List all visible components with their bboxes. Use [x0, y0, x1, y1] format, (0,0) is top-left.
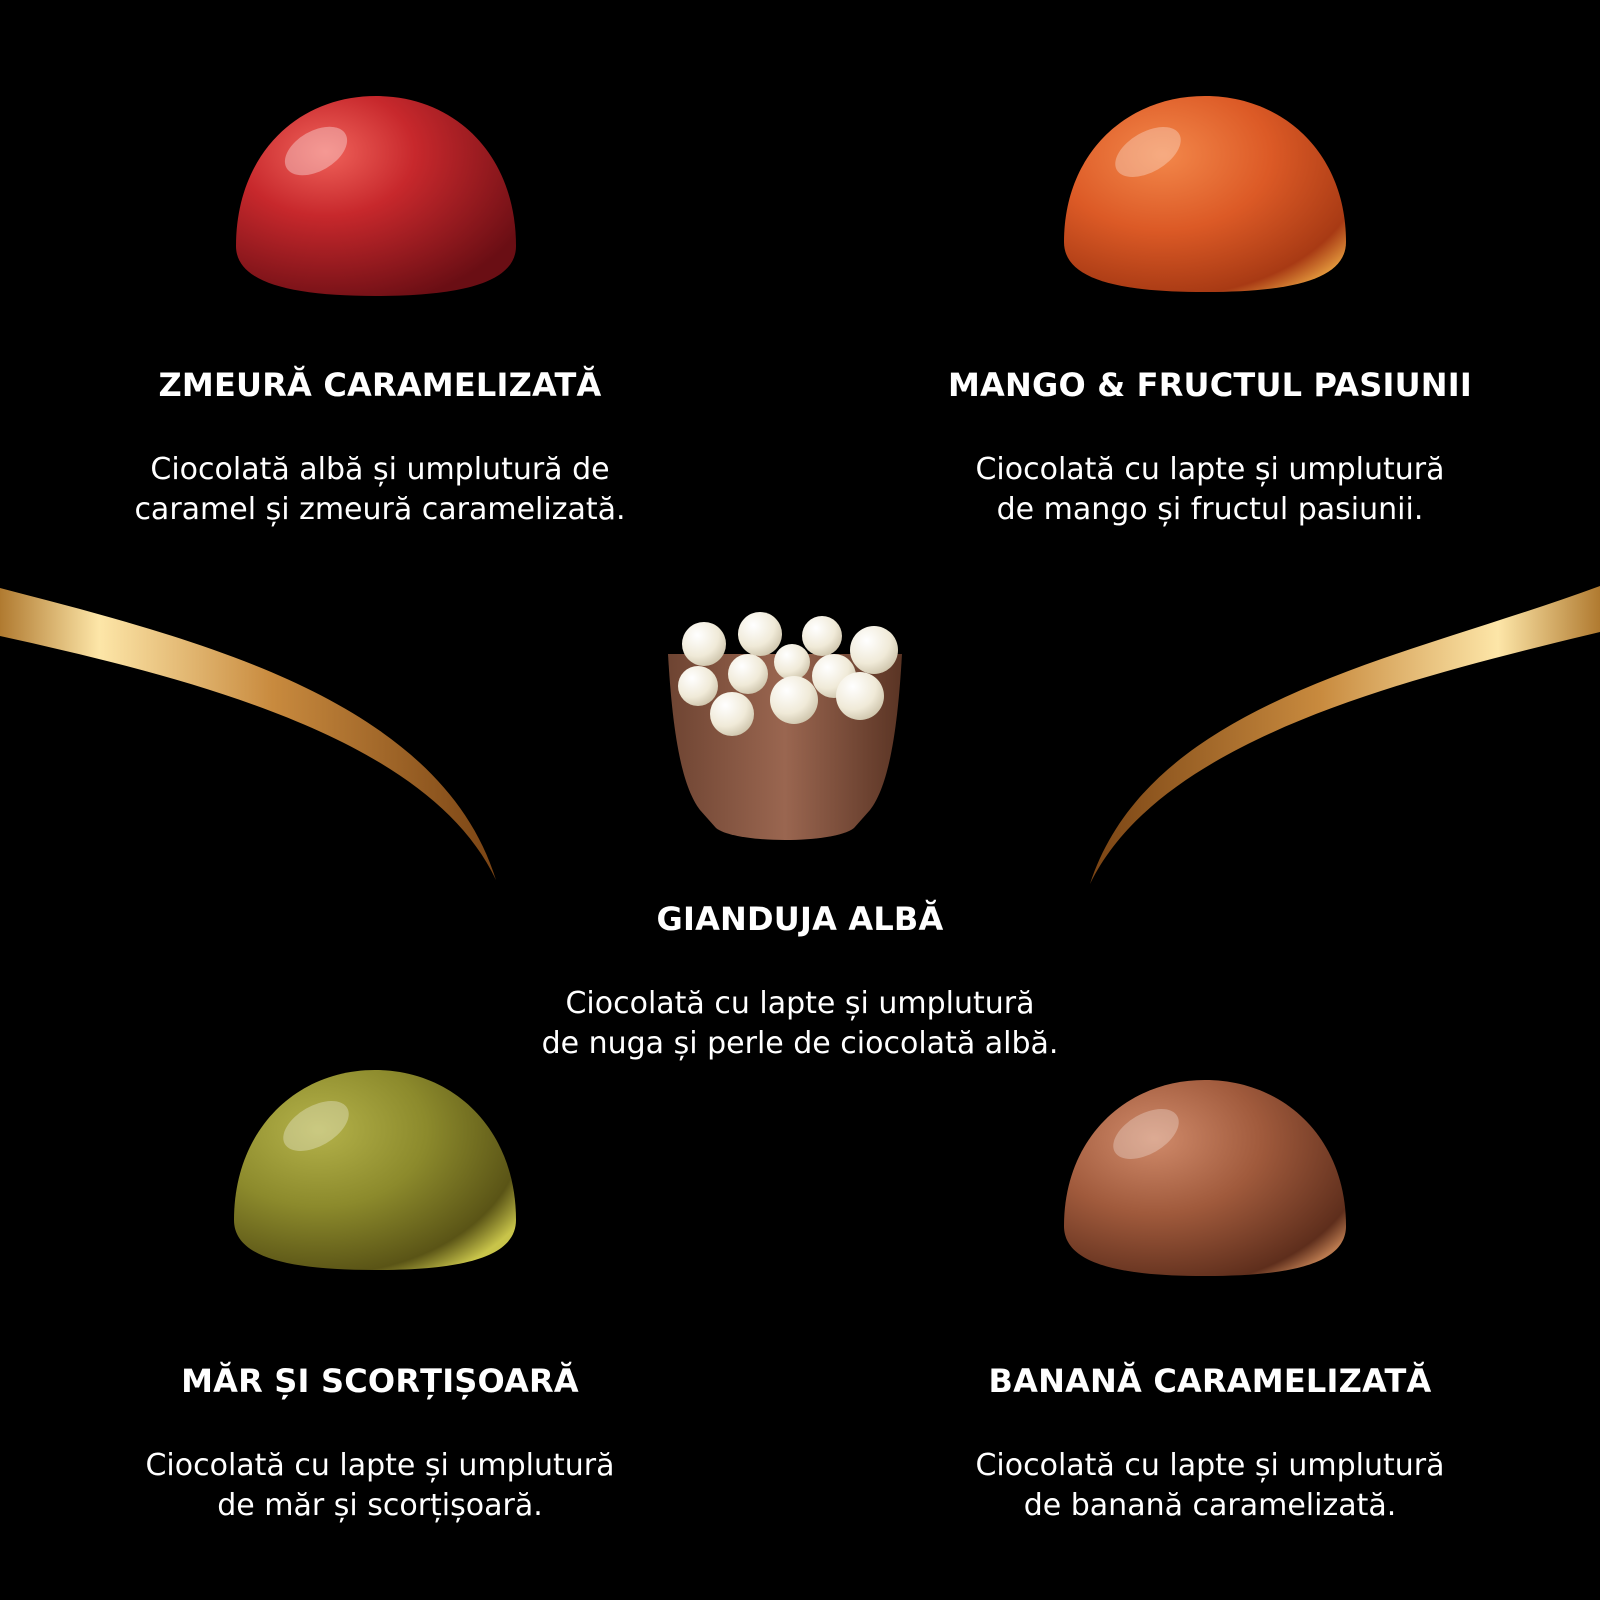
- praline-banana-image: [1064, 1080, 1346, 1276]
- title-mar: MĂR ȘI SCORȚIȘOARĂ: [181, 1362, 579, 1400]
- description-banana-line2: de banană caramelizată.: [1023, 1488, 1397, 1523]
- praline-zmeura-image: [236, 96, 516, 296]
- description-mango-line1: Ciocolată cu lapte și umplutură: [975, 452, 1445, 487]
- gold-swirl-left: [0, 588, 496, 880]
- description-zmeura-line1: Ciocolată albă și umplutură de: [150, 452, 610, 487]
- description-mango: Ciocolată cu lapte și umplutură de mango…: [820, 450, 1600, 530]
- description-mar: Ciocolată cu lapte și umplutură de măr ș…: [0, 1446, 760, 1526]
- title-zmeura: ZMEURĂ CARAMELIZATĂ: [158, 366, 602, 404]
- gold-swirl-right: [1090, 586, 1600, 884]
- title-mango: MANGO & FRUCTUL PASIUNII: [948, 366, 1472, 404]
- praline-mar-image: [234, 1070, 516, 1270]
- description-mango-line2: de mango și fructul pasiunii.: [996, 492, 1424, 527]
- description-banana-line1: Ciocolată cu lapte și umplutură: [975, 1448, 1445, 1483]
- description-mar-line2: de măr și scorțișoară.: [217, 1488, 543, 1523]
- description-zmeura-line2: caramel și zmeură caramelizată.: [134, 492, 626, 527]
- description-gianduja: Ciocolată cu lapte și umplutură de nuga …: [400, 984, 1200, 1064]
- praline-gianduja-image: [664, 612, 906, 846]
- description-mar-line1: Ciocolată cu lapte și umplutură: [145, 1448, 615, 1483]
- description-gianduja-line1: Ciocolată cu lapte și umplutură: [565, 986, 1035, 1021]
- praline-mango-image: [1064, 96, 1346, 292]
- description-banana: Ciocolată cu lapte și umplutură de banan…: [820, 1446, 1600, 1526]
- description-gianduja-line2: de nuga și perle de ciocolată albă.: [541, 1026, 1059, 1061]
- title-banana: BANANĂ CARAMELIZATĂ: [988, 1362, 1432, 1400]
- description-zmeura: Ciocolată albă și umplutură de caramel ș…: [0, 450, 760, 530]
- title-gianduja: GIANDUJA ALBĂ: [656, 900, 944, 938]
